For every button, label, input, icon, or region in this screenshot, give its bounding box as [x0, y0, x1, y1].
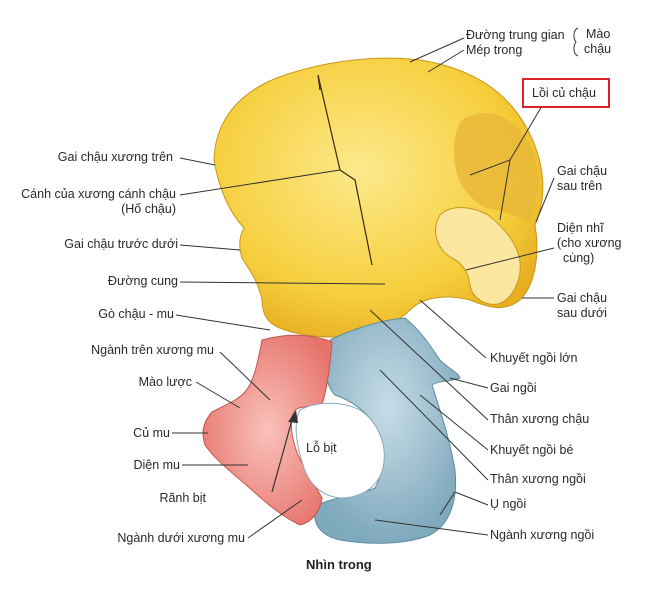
- label-cu-mu: Củ mu: [133, 426, 170, 440]
- label-gai-chau-xuong-tren: Gai chậu xương trên: [57, 150, 173, 164]
- label-gai-chau-sau-duoi-2: sau dưới: [557, 306, 607, 320]
- label-dien-nhi-2: (cho xương: [557, 236, 622, 250]
- label-gai-chau-truoc-duoi: Gai chậu trước dưới: [64, 237, 178, 251]
- label-ranh-bit: Rãnh bịt: [159, 491, 206, 505]
- label-than-xuong-ngoi: Thân xương ngồi: [490, 472, 586, 486]
- label-dien-nhi-3: cùng): [563, 251, 595, 265]
- label-mao-chau: Mào: [586, 27, 611, 41]
- label-gai-ngoi: Gai ngồi: [490, 381, 537, 395]
- label-mao-chau-2: chậu: [584, 42, 612, 56]
- label-nganh-tren-xuong-mu: Ngành trên xương mu: [91, 343, 214, 357]
- label-dien-nhi: Diện nhĩ: [557, 221, 604, 235]
- highlight-box: [522, 78, 610, 108]
- iliac-tuberosity-shape: [453, 113, 539, 222]
- label-loi-cu-chau: Lồi củ chậu: [532, 86, 596, 100]
- label-duong-cung: Đường cung: [107, 274, 178, 288]
- figure-caption: Nhìn trong: [306, 557, 372, 572]
- label-canh-xuong-canh-chau: Cánh của xương cánh chậu: [21, 187, 176, 201]
- label-nganh-xuong-ngoi: Ngành xương ngồi: [490, 528, 595, 542]
- label-ho-chau: (Hố chậu): [121, 202, 176, 216]
- label-u-ngoi: Ụ ngồi: [490, 497, 527, 511]
- label-dien-mu: Diện mu: [133, 458, 180, 472]
- label-than-xuong-chau: Thân xương chậu: [490, 412, 590, 426]
- label-mao-luoc: Mào lược: [138, 375, 192, 389]
- label-khuyet-ngoi-lon: Khuyết ngồi lớn: [490, 351, 578, 365]
- label-mep-trong: Mép trong: [466, 43, 523, 57]
- label-lo-bit: Lỗ bịt: [306, 441, 337, 455]
- label-gai-chau-sau-duoi: Gai chậu: [557, 291, 608, 305]
- auricular-surface-shape: [435, 207, 521, 305]
- label-khuyet-ngoi-be: Khuyết ngồi bé: [490, 443, 574, 457]
- label-go-chau-mu: Gò chậu - mu: [98, 307, 174, 321]
- pubis-shape: [202, 334, 333, 526]
- obturator-foramen-shape: [295, 402, 385, 499]
- label-gai-chau-sau-tren-2: sau trên: [557, 179, 603, 193]
- label-gai-chau-sau-tren: Gai chậu: [557, 164, 608, 178]
- label-nganh-duoi-xuong-mu: Ngành dưới xương mu: [117, 531, 245, 545]
- label-duong-trung-gian: Đường trung gian: [466, 28, 565, 42]
